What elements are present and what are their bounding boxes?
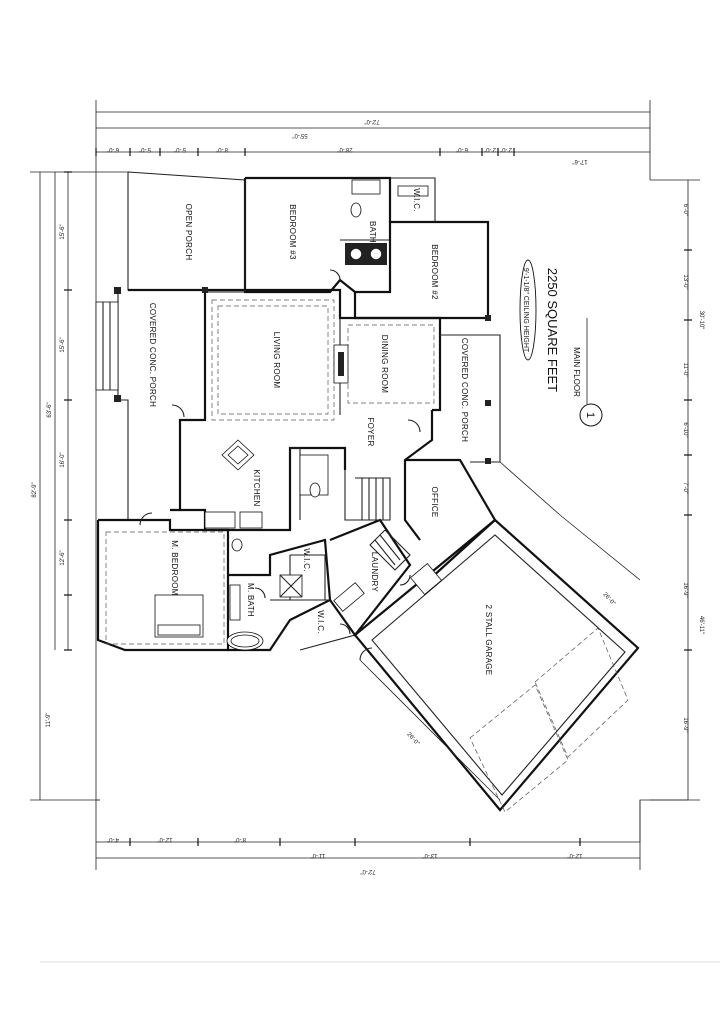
label-bedroom3: BEDROOM #3 (288, 204, 297, 260)
dim-top-seg-5: 6'-0" (456, 146, 468, 152)
dim-right-seg-8: 16'-9" (682, 717, 688, 732)
dimension-frame (30, 100, 700, 870)
room-labels: OPEN PORCH BEDROOM #3 BATH W.I.C. BEDROO… (148, 188, 616, 747)
dim-garage-front: 26'-0" (601, 592, 616, 607)
dim-garage-side: 26'-0" (405, 732, 420, 747)
dim-left-seg-4: 11'-9" (46, 713, 52, 728)
label-dining-room: DINING ROOM (380, 335, 389, 393)
dim-bottom-seg-2: 8'-0" (234, 836, 246, 842)
label-m-bedroom: M. BEDROOM (170, 540, 179, 595)
dim-top-seg-2: 5'-0" (174, 146, 186, 152)
label-bath: BATH (368, 221, 377, 243)
dim-right-seg-2: 30'-10" (698, 311, 704, 330)
dim-left-overall: 82'-9" (32, 482, 38, 497)
dim-bottom-seg-4: 13'-0" (422, 852, 437, 858)
dim-top-seg-1: 5'-0" (139, 146, 151, 152)
label-wic-low: W.I.C. (316, 610, 325, 634)
label-m-bath: M. BATH (246, 583, 255, 617)
label-open-porch: OPEN PORCH (184, 204, 193, 261)
dim-right-seg-4: 6'-10" (682, 422, 688, 437)
dim-left-seg-1: 15'-6" (60, 337, 66, 352)
dim-top-overall: 72'-0" (364, 118, 379, 124)
dim-bottom-seg-0: 4'-0" (107, 836, 119, 842)
vanity-top (345, 243, 387, 265)
ceiling-note-oval (519, 259, 537, 361)
toilet-top (350, 202, 362, 218)
label-foyer: FOYER (366, 417, 375, 446)
dim-left-seg-3: 12'-6" (60, 550, 66, 565)
sheet-title: MAIN FLOOR (572, 347, 581, 397)
dim-right-seg-7: 46'-11" (698, 616, 704, 634)
dim-top-seg-7: 2'-0" (500, 146, 512, 152)
dim-top-seg-3: 8'-0" (216, 146, 228, 152)
dim-right-seg-1: 13'-0" (682, 274, 688, 289)
dimension-labels: 72'-0" 55'-0" 6'-0" 5'-0" 5'-0" 8'-0" 28… (32, 118, 704, 874)
garage (353, 461, 641, 813)
dim-left-secondary: 63'-6" (47, 402, 53, 417)
dim-top-seg-0: 6'-0" (107, 146, 119, 152)
label-wic-top: W.I.C. (412, 188, 421, 212)
sheet-number-circle (579, 403, 603, 427)
house-walls (96, 171, 501, 652)
dim-top-seg-6: 2'-0" (484, 146, 496, 152)
tub-top (351, 179, 381, 195)
label-covered-porch-right: COVERED CONC. PORCH (460, 338, 469, 442)
porch-steps (95, 301, 119, 391)
label-living-room: LIVING ROOM (272, 332, 281, 389)
dim-bottom-overall: 72'-0" (360, 868, 375, 874)
label-wic-mid: W.I.C. (302, 548, 311, 572)
dim-bottom-seg-5: 12'-0" (567, 852, 582, 858)
dim-right-seg-3: 11'-0" (682, 363, 688, 378)
label-laundry: LAUNDRY (370, 552, 379, 593)
dim-left-seg-0: 15'-6" (60, 224, 66, 239)
dim-top-seg-8: 17'-6" (572, 158, 587, 164)
dim-right-seg-0: 6'-0" (682, 204, 688, 216)
label-kitchen: KITCHEN (252, 469, 261, 506)
label-covered-porch-left: COVERED CONC. PORCH (148, 303, 157, 407)
dim-top-seg-4: 28'-0" (337, 146, 352, 152)
label-office: OFFICE (430, 486, 439, 517)
label-bedroom2: BEDROOM #2 (430, 244, 439, 300)
label-garage: 2 STALL GARAGE (484, 605, 493, 676)
square-feet-title: 2250 SQUARE FEET (545, 268, 560, 392)
title-block: 9'-1-1/8" CEILING HEIGHT 2250 SQUARE FEE… (519, 259, 603, 427)
sheet-number: 1 (584, 412, 596, 418)
interior-details (95, 179, 491, 661)
dim-bottom-seg-1: 12'-0" (157, 836, 172, 842)
dim-right-seg-6: 16'-9" (682, 582, 688, 597)
dim-right-seg-5: 7'-0" (682, 482, 688, 494)
ceiling-note: 9'-1-1/8" CEILING HEIGHT (522, 268, 529, 353)
dim-bottom-seg-3: 11'-0" (311, 852, 326, 858)
dim-left-seg-2: 16'-0" (60, 452, 66, 467)
dim-top-secondary: 55'-0" (292, 132, 307, 138)
stairs (355, 477, 411, 571)
